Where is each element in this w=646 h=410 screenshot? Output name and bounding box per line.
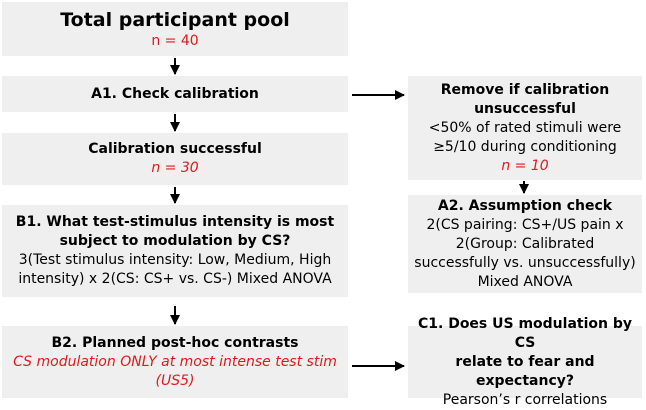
b1-title-line2: subject to modulation by CS? xyxy=(59,233,291,249)
remove-body-line2: ≥5/10 during conditioning xyxy=(433,138,617,155)
a2-body-line2: 2(Group: Calibrated xyxy=(455,235,595,252)
b1-body-line1: 3(Test stimulus intensity: Low, Medium, … xyxy=(18,252,332,268)
box-c1-fear-expectancy: C1. Does US modulation by CS relate to f… xyxy=(408,316,642,408)
a2-title: A2. Assumption check xyxy=(437,197,613,214)
c1-title-line2: relate to fear and expectancy? xyxy=(455,353,595,389)
a2-body-line1: 2(CS pairing: CS+/US pain x xyxy=(426,216,624,233)
remove-body-line1: <50% of rated stimuli were xyxy=(428,119,622,136)
a1-title: A1. Check calibration xyxy=(91,85,259,102)
remove-title-line2: unsuccessful xyxy=(474,100,576,117)
box-calibration-successful: Calibration successful n = 30 xyxy=(2,133,348,185)
box-b2-post-hoc-contrasts: B2. Planned post-hoc contrasts CS modula… xyxy=(2,326,348,398)
calib-n: n = 30 xyxy=(151,160,199,176)
c1-body-line1: Pearson’s r correlations xyxy=(442,391,608,408)
box-remove-if-unsuccessful: Remove if calibration unsuccessful <50% … xyxy=(408,76,642,180)
a2-body-line3: successfully vs. unsuccessfully) xyxy=(414,254,636,271)
box-total-participant-pool: Total participant pool n = 40 xyxy=(2,2,348,56)
b2-red-line2: (US5) xyxy=(155,372,195,389)
box-b1-intensity-question: B1. What test-stimulus intensity is most… xyxy=(2,205,348,297)
pool-title: Total participant pool xyxy=(60,8,290,31)
b2-red-line1: CS modulation ONLY at most intense test … xyxy=(13,353,337,370)
calib-title: Calibration successful xyxy=(88,141,262,157)
box-a2-assumption-check: A2. Assumption check 2(CS pairing: CS+/U… xyxy=(408,195,642,293)
a2-body-line4: Mixed ANOVA xyxy=(477,273,573,290)
b1-body-line2: intensity) x 2(CS: CS+ vs. CS-) Mixed AN… xyxy=(18,271,332,287)
remove-title-line1: Remove if calibration xyxy=(440,81,610,98)
remove-n: n = 10 xyxy=(501,157,549,174)
b1-title-line1: B1. What test-stimulus intensity is most xyxy=(15,214,335,230)
box-a1-check-calibration: A1. Check calibration xyxy=(2,76,348,112)
pool-n: n = 40 xyxy=(151,32,199,49)
c1-title-line1: C1. Does US modulation by CS xyxy=(417,315,632,351)
b2-title: B2. Planned post-hoc contrasts xyxy=(51,334,299,351)
